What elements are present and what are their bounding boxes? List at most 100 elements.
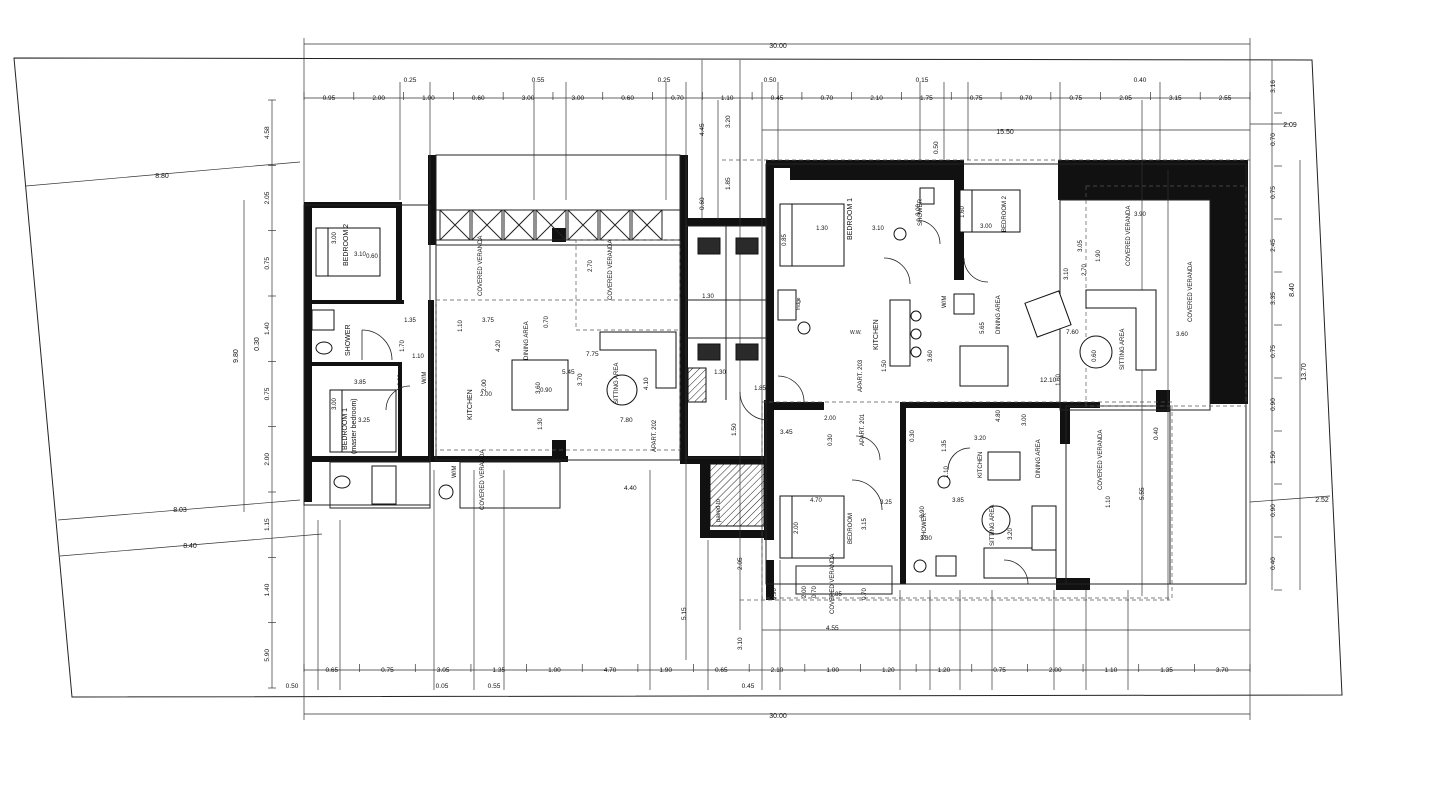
room-dim-label: 3.00	[332, 398, 338, 410]
label-dining-left: DINING AREA	[524, 321, 530, 360]
svg-text:7.75: 7.75	[586, 351, 599, 358]
label-apart-201: APART. 201	[860, 413, 866, 446]
room-dim-label: 1.85	[754, 386, 766, 392]
chain-dim-label: 2.45	[1270, 239, 1277, 252]
room-dim-label: 2.70	[1082, 264, 1088, 276]
chain-dim-label: 0.90	[1270, 504, 1277, 517]
room-dim-label: 3.90	[1134, 212, 1146, 218]
bathroom-fixtures	[311, 187, 975, 577]
label-kitchen-right: KITCHEN	[873, 319, 880, 350]
left-dimension-chain: 4.582.050.751.400.752.001.151.405.90	[264, 99, 276, 689]
chain-dim-label: 2.10	[870, 95, 883, 102]
chain-dim-label: 1.00	[548, 667, 561, 674]
svg-text:7.80: 7.80	[620, 417, 633, 424]
chain-dim-label: 3.70	[1216, 667, 1229, 674]
chain-dim-label: 1.15	[264, 518, 271, 531]
label-apart-202: APART. 202	[652, 419, 658, 452]
svg-text:7.60: 7.60	[1066, 329, 1079, 336]
chain-dim-label: 1.35	[1160, 667, 1173, 674]
room-dim-label: 4.20	[496, 340, 502, 352]
room-dim-label: 0.70	[862, 588, 868, 600]
room-dim-label: 1.60	[1056, 374, 1062, 386]
room-dim-label: 3.85	[952, 498, 964, 504]
label-bedroom2-left: BEDROOM 2	[343, 224, 350, 266]
room-dim-label: 0.60	[366, 254, 378, 260]
chain-dim-label: 4.70	[604, 667, 617, 674]
room-dim-label: 4.80	[996, 410, 1002, 422]
plot-dim-8-03: 8.03	[173, 507, 187, 514]
svg-text:3.45: 3.45	[780, 429, 793, 436]
top-offset-label: 0.25	[404, 77, 417, 84]
room-dim-label: 3.25	[880, 500, 892, 506]
veranda-railing	[439, 209, 663, 241]
room-dim-label: 3.00	[1022, 414, 1028, 426]
label-shower-201: SHOWER	[922, 512, 928, 540]
chain-dim-label: 0.70	[1020, 95, 1033, 102]
room-dim-label: 1.30	[816, 226, 828, 232]
room-dim-label: 1.35	[942, 440, 948, 452]
room-dim-label: 1.90	[398, 234, 404, 246]
chain-dim-label: 1.10	[721, 95, 734, 102]
label-bedroom1-right: BEDROOM 1	[847, 198, 854, 240]
bottom-offset-label: 0.05	[436, 683, 449, 690]
chain-dim-label: 0.45	[771, 95, 784, 102]
top-offset-label: 0.40	[1134, 77, 1147, 84]
chain-dim-label: 1.00	[422, 95, 435, 102]
svg-text:0.50: 0.50	[933, 141, 940, 154]
chain-dim-label: 0.95	[323, 95, 336, 102]
doors	[361, 219, 1029, 585]
chain-dim-label: 2.05	[264, 191, 271, 204]
svg-text:4.40: 4.40	[624, 485, 637, 492]
room-dim-label: 1.60	[960, 206, 966, 218]
chain-dim-label: 2.05	[1119, 95, 1132, 102]
room-dim-label: 1.30	[714, 370, 726, 376]
svg-text:0.60: 0.60	[699, 197, 706, 210]
room-dim-label: 0.85	[782, 234, 788, 246]
top-offset-label: 0.50	[764, 77, 777, 84]
label-lift: paved to	[716, 498, 722, 522]
room-dim-label: 1.10	[944, 466, 950, 478]
plot-dim-2-52: 2.52	[1315, 497, 1329, 504]
room-dim-label: 2.70	[588, 260, 594, 272]
label-bedroom2-right: BEDROOM 2	[1002, 195, 1008, 232]
room-dim-label: 3.25	[358, 418, 370, 424]
room-dim-label: 3.30	[920, 536, 932, 542]
inner-dim-labels: 4.45 3.20 1.85 0.60 0.50 5.15 3.10 2.05 …	[481, 115, 1160, 650]
room-dim-label: 3.00	[916, 204, 922, 216]
label-ww: W.W.	[850, 330, 862, 336]
chain-dim-label: 1.00	[826, 667, 839, 674]
room-dim-label: 1.10	[412, 354, 424, 360]
svg-text:4.10: 4.10	[643, 377, 650, 390]
overall-dim-bottom: 30.00	[769, 713, 787, 720]
label-master-left: (master bedroom)	[351, 398, 358, 454]
room-dim-label: 1.10	[1106, 496, 1112, 508]
room-dim-label: 2.00	[802, 586, 808, 598]
chain-dim-label: 4.58	[264, 126, 271, 139]
room-dim-label: 4.70	[810, 498, 822, 504]
chain-dim-label: 1.10	[1105, 667, 1118, 674]
svg-text:5.45: 5.45	[562, 369, 575, 376]
svg-text:2.05: 2.05	[737, 557, 744, 570]
svg-text:3.10: 3.10	[737, 637, 744, 650]
chain-dim-label: 3.16	[1270, 80, 1277, 93]
overall-dim-top: 30.00	[769, 43, 787, 50]
label-wm-c: W/M	[452, 466, 458, 478]
label-covered-veranda-c: COVERED VERANDA	[480, 450, 486, 510]
chain-dim-label: 3.35	[1270, 292, 1277, 305]
outlines	[303, 154, 1247, 595]
room-dim-label: 1.85	[830, 592, 842, 598]
room-dim-label: 3.75	[482, 318, 494, 324]
plot-dim-2-09: 2.09	[1283, 122, 1297, 129]
room-dim-label: 3.60	[928, 350, 934, 362]
bottom-offset-label: 0.50	[286, 683, 299, 690]
label-sitting-right: SITTING AREA	[1120, 329, 1126, 370]
chain-dim-label: 1.50	[1270, 451, 1277, 464]
furniture	[511, 289, 1157, 579]
room-dim-label: 3.85	[354, 380, 366, 386]
chain-dim-label: 2.55	[1219, 95, 1232, 102]
room-dim-label: 3.15	[862, 518, 868, 530]
room-dim-label: 3.00	[980, 224, 992, 230]
